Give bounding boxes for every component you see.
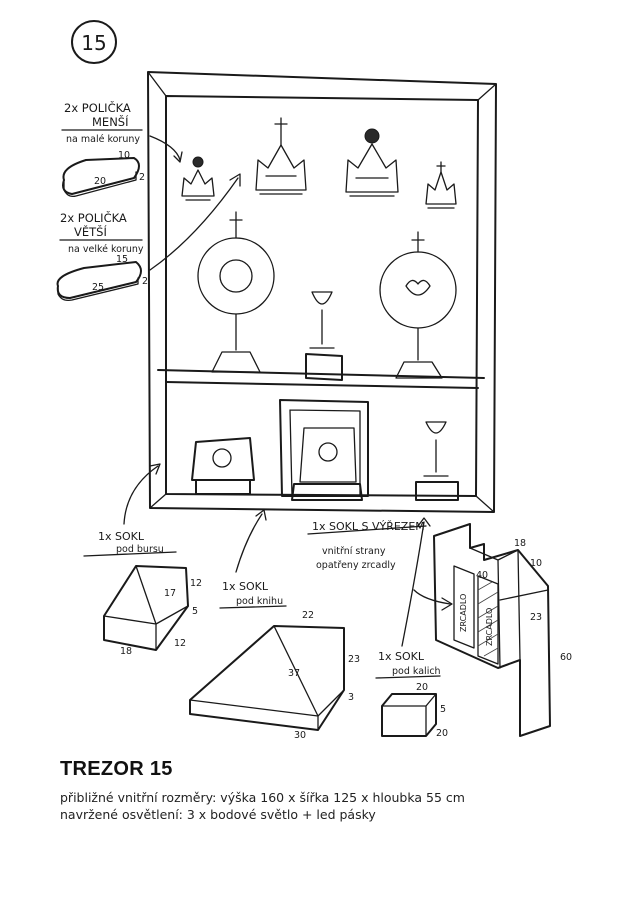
page-number: 15 xyxy=(81,31,106,55)
page-number-badge: 15 xyxy=(71,20,117,64)
plinth-cutout-note-1: vnitřní strany xyxy=(322,546,386,557)
plinth-cutout-notch-w: 18 xyxy=(514,538,526,549)
crown-large xyxy=(345,128,399,197)
plinth-book-depth: 30 xyxy=(294,730,306,741)
plinth-book-subtitle: pod knihu xyxy=(236,596,283,607)
plinth-cutout-note-2: opatřeny zrcadly xyxy=(316,560,396,571)
plinth-burse-front: 5 xyxy=(192,606,198,617)
plinth-book-title: 1x SOKL xyxy=(222,580,269,593)
plinth-chalice-title: 1x SOKL xyxy=(378,650,425,663)
plinth-cutout-inner: 40 xyxy=(476,570,488,581)
crown-small-right xyxy=(425,161,457,209)
plinth-burse-subtitle: pod bursu xyxy=(116,544,164,555)
plinth-book-back: 23 xyxy=(348,654,360,665)
monstrance-left xyxy=(197,211,275,373)
burse-on-plinth xyxy=(191,437,255,495)
plinth-chalice-width: 20 xyxy=(416,682,428,693)
shelves-large-title-1: 2x POLIČKA xyxy=(60,210,127,225)
plinth-cutout-side: 23 xyxy=(530,612,542,623)
plinth-burse-slope: 17 xyxy=(164,588,176,599)
plinth-burse-annotation: 1x SOKL pod bursu 17 12 5 18 12 xyxy=(83,463,202,657)
chalice-lower xyxy=(415,421,459,501)
crown-small-left xyxy=(181,156,215,201)
mirror-label-left: ZRCADLO xyxy=(459,594,468,632)
plinth-cutout-title: 1x SOKL S VÝŘEZEM xyxy=(312,520,425,533)
shelves-small-subtitle: na malé koruny xyxy=(66,134,140,145)
monstrance-right xyxy=(379,231,457,379)
mirror-label-right: ZRCADLO xyxy=(485,608,494,646)
shelves-large-subtitle: na velké koruny xyxy=(68,244,144,255)
shelves-large-depth: 15 xyxy=(116,254,128,265)
plinth-burse-width: 18 xyxy=(120,646,132,657)
chalice-upper xyxy=(305,291,343,381)
plinth-chalice-annotation: 1x SOKL pod kalich 20 5 20 xyxy=(375,517,448,739)
dimensions-line: přibližné vnitřní rozměry: výška 160 x š… xyxy=(60,790,465,805)
shelves-small-height: 2 xyxy=(139,172,145,183)
shelves-small-depth: 10 xyxy=(118,150,130,161)
plinth-burse-back: 12 xyxy=(190,578,202,589)
shelves-small-title-1: 2x POLIČKA xyxy=(64,100,131,115)
plinth-book-top: 22 xyxy=(302,610,314,621)
plinth-book-slope: 37 xyxy=(288,668,300,679)
shelves-small-width: 20 xyxy=(94,176,106,187)
plinth-cutout-height: 60 xyxy=(560,652,572,663)
book-on-stand xyxy=(291,427,363,501)
mirror-hatching xyxy=(477,581,499,657)
plinth-cutout-notch-h: 10 xyxy=(530,558,542,569)
plinth-burse-depth: 12 xyxy=(174,638,186,649)
shelves-small-title-2: MENŠÍ xyxy=(92,114,129,129)
plinth-book-annotation: 1x SOKL pod knihu 22 37 23 3 30 xyxy=(189,509,360,741)
shelves-large-width: 25 xyxy=(92,282,104,293)
plinth-chalice-subtitle: pod kalich xyxy=(392,666,441,677)
shelves-small-annotation: 2x POLIČKA MENŠÍ na malé koruny 10 20 2 xyxy=(61,100,183,198)
plinth-burse-title: 1x SOKL xyxy=(98,530,145,543)
lighting-line: navržené osvětlení: 3 x bodové světlo + … xyxy=(60,807,376,822)
plinth-cutout-annotation: 1x SOKL S VÝŘEZEM vnitřní strany opatřen… xyxy=(307,520,572,737)
caption-block: TREZOR 15 přibližné vnitřní rozměry: výš… xyxy=(60,758,580,823)
shelves-large-height: 2 xyxy=(142,276,148,287)
plinth-chalice-depth: 20 xyxy=(436,728,448,739)
crown-medium xyxy=(255,117,307,195)
page-title: TREZOR 15 xyxy=(60,758,173,780)
plinth-chalice-height: 5 xyxy=(440,704,446,715)
shelves-large-annotation: 2x POLIČKA VĚTŠÍ na velké koruny 15 25 2 xyxy=(56,173,241,302)
safe-cabinet xyxy=(147,71,497,513)
shelves-large-title-2: VĚTŠÍ xyxy=(74,224,107,239)
plinth-book-front: 3 xyxy=(348,692,354,703)
